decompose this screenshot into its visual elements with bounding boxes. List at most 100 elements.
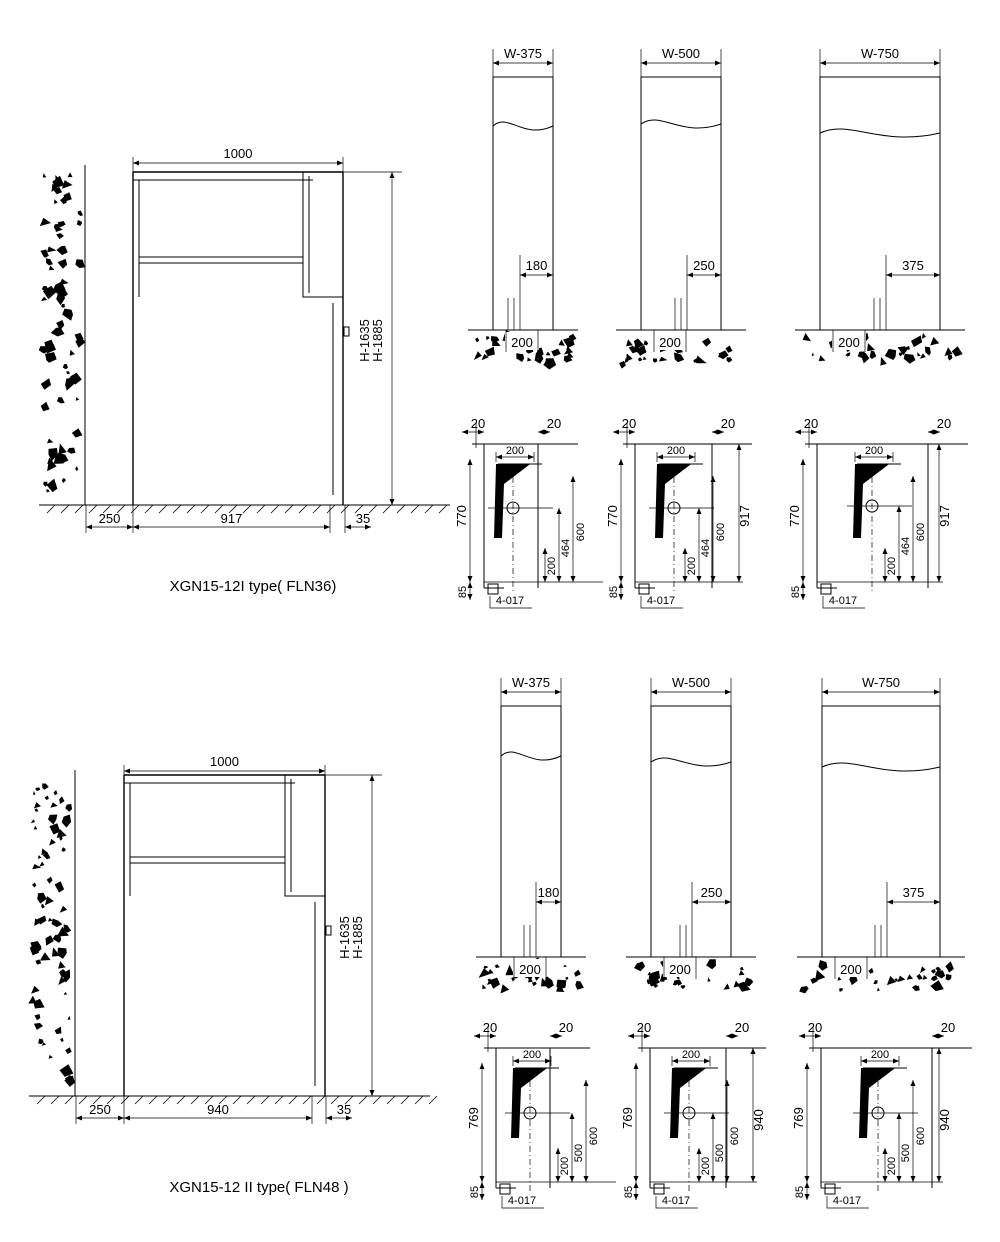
front-width-dimension: W-500 (662, 46, 700, 61)
break-line (492, 121, 554, 131)
ground-hatch (29, 1095, 438, 1105)
side-clearance-right: 20 (547, 416, 561, 431)
cabinet-front-outline (819, 76, 941, 331)
width-dimension: 1000 (210, 754, 239, 769)
bolt-holes-note: 4-017 (508, 1195, 536, 1207)
height-dimension-1885: H-1885 (350, 916, 365, 959)
cable-offset-dimension: 250 (701, 885, 723, 900)
foot-height: 85 (790, 586, 802, 598)
center-distance: 500 (714, 1144, 726, 1162)
break-line (821, 762, 941, 772)
cabinet-outline (132, 171, 350, 505)
center-distance: 464 (700, 539, 712, 557)
side-clearance-left: 20 (637, 1020, 651, 1035)
side-clearance-left: 20 (622, 416, 636, 431)
depth-dim-35: 35 (356, 511, 370, 526)
bolt-holes-note: 4-017 (496, 595, 524, 607)
center-distance: 464 (900, 537, 912, 555)
inner-depth: 600 (715, 523, 727, 541)
front-width-dimension: W-750 (862, 675, 900, 690)
cable-offset-dimension: 180 (526, 258, 548, 273)
foot-height: 85 (794, 1186, 806, 1198)
center-distance: 500 (900, 1144, 912, 1162)
break-line (500, 751, 562, 761)
trench-dimension: 200 (519, 962, 541, 977)
side-clearance-left: 20 (804, 416, 818, 431)
foundation-depth: 769 (791, 1107, 806, 1129)
bolt-holes-note: 4-017 (647, 595, 675, 607)
foundation-depth: 770 (787, 505, 802, 527)
cabinet-front-outline (821, 705, 941, 958)
rubble-pattern (38, 172, 86, 493)
break-line (640, 119, 722, 129)
opening-width: 200 (506, 445, 524, 457)
opening-width: 200 (865, 445, 883, 457)
depth-dim-250: 250 (99, 511, 121, 526)
foundation-depth: 769 (620, 1107, 635, 1129)
trench-dimension: 200 (669, 962, 691, 977)
cable-trench-opening (511, 1068, 548, 1138)
side-clearance-left: 20 (483, 1020, 497, 1035)
front-width-dimension: W-375 (504, 46, 542, 61)
total-depth: 940 (937, 1109, 952, 1131)
cabinet-front-outline (492, 76, 554, 331)
side-clearance-right: 20 (735, 1020, 749, 1035)
foundation-depth: 769 (466, 1107, 481, 1129)
opening-width: 200 (871, 1049, 889, 1061)
side-clearance-left: 20 (808, 1020, 822, 1035)
base-depth: 200 (686, 557, 698, 575)
side-clearance-left: 20 (471, 416, 485, 431)
cable-trench-opening (859, 1068, 896, 1138)
bolt-holes-note: 4-017 (833, 1195, 861, 1207)
foundation-depth: 770 (605, 505, 620, 527)
rubble-pattern (633, 959, 754, 992)
front-width-dimension: W-375 (512, 675, 550, 690)
trench-dimension: 200 (511, 335, 533, 350)
trench-dimension: 200 (659, 335, 681, 350)
drawing-caption: XGN15-12 II type( FLN48 ) (169, 1179, 348, 1196)
inner-depth: 600 (575, 523, 587, 541)
base-depth: 200 (886, 557, 898, 575)
inner-depth: 600 (588, 1127, 600, 1145)
cable-offset-dimension: 375 (902, 258, 924, 273)
total-depth: 940 (751, 1109, 766, 1131)
cabinet-front-outline (640, 76, 722, 331)
base-depth: 200 (546, 557, 558, 575)
break-line (819, 128, 941, 138)
cable-trench-opening (494, 464, 531, 538)
cable-trench-opening (655, 464, 692, 538)
trench-dimension: 200 (840, 962, 862, 977)
depth-dim-main: 940 (207, 1102, 229, 1117)
inner-depth: 600 (915, 523, 927, 541)
depth-dim-250: 250 (89, 1102, 111, 1117)
bolt-holes-note: 4-017 (829, 595, 857, 607)
cable-offset-dimension: 375 (903, 885, 925, 900)
cable-trench-opening (670, 1068, 707, 1138)
cabinet-outline (123, 774, 332, 1096)
cable-trench-opening (853, 464, 890, 538)
opening-width: 200 (682, 1049, 700, 1061)
cabinet-front-outline (500, 705, 562, 958)
opening-width: 200 (667, 445, 685, 457)
front-elevation-1-1: W-375 180 200 (468, 46, 578, 370)
inner-depth: 600 (729, 1127, 741, 1145)
height-dimension-1635: H-1635 (357, 319, 372, 362)
foot-height: 85 (608, 586, 620, 598)
front-elevation-2-3: W-750 375 200 (797, 675, 965, 994)
cabinet-front-outline (650, 705, 732, 958)
side-clearance-right: 20 (721, 416, 735, 431)
height-dimension-1635: H-1635 (337, 916, 352, 959)
bolt-holes-note: 4-017 (662, 1195, 690, 1207)
side-clearance-right: 20 (941, 1020, 955, 1035)
rubble-pattern (799, 960, 954, 994)
